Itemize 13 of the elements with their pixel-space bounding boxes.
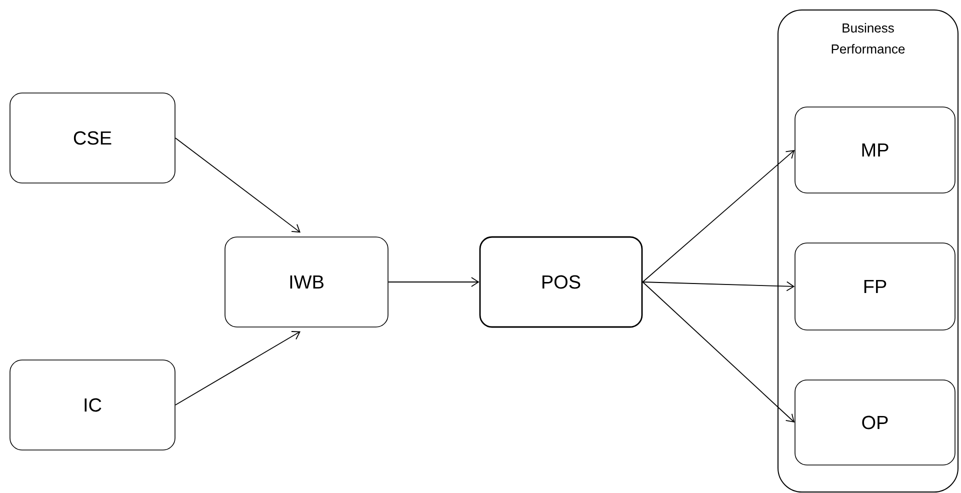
arrow — [174, 331, 300, 406]
arrow — [642, 282, 795, 422]
process-box: POS — [479, 236, 643, 328]
arrow — [388, 277, 480, 287]
process-box: CSE — [10, 92, 176, 184]
arrow — [642, 281, 795, 292]
process-box: MP — [794, 106, 956, 194]
process-box: IWB — [224, 236, 388, 328]
process-box: IC — [10, 360, 176, 450]
arrow — [642, 150, 795, 282]
process-box: OP — [794, 380, 956, 466]
arrow — [174, 138, 300, 233]
process-box: FP — [794, 242, 956, 330]
